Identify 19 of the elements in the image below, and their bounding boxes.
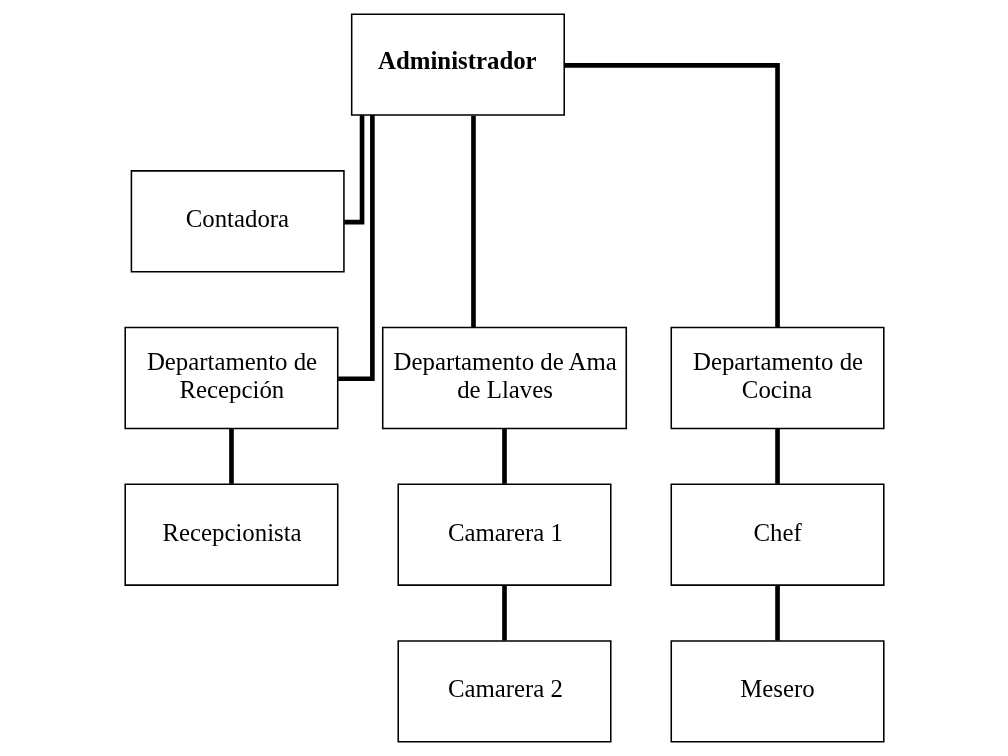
- connector: [774, 428, 780, 484]
- node-box: Departamento de Cocina: [670, 326, 885, 430]
- node-box: Contadora: [130, 170, 345, 273]
- node-box: Departamento de Ama de Llaves: [381, 326, 627, 430]
- node-box: Departamento de Recepción: [123, 326, 338, 430]
- connector: [337, 115, 375, 382]
- connector: [470, 115, 476, 328]
- node-box: Mesero: [670, 640, 885, 743]
- node-box: Chef: [670, 483, 885, 586]
- node-box: Recepcionista: [123, 483, 338, 586]
- node-box: Administrador: [350, 13, 565, 116]
- connector: [343, 115, 364, 225]
- connector: [563, 63, 780, 328]
- connector: [501, 585, 507, 641]
- node-box: Camarera 2: [396, 640, 612, 743]
- connector: [228, 428, 234, 484]
- node-box: Camarera 1: [396, 483, 612, 586]
- connector: [774, 585, 780, 641]
- connector: [501, 428, 507, 484]
